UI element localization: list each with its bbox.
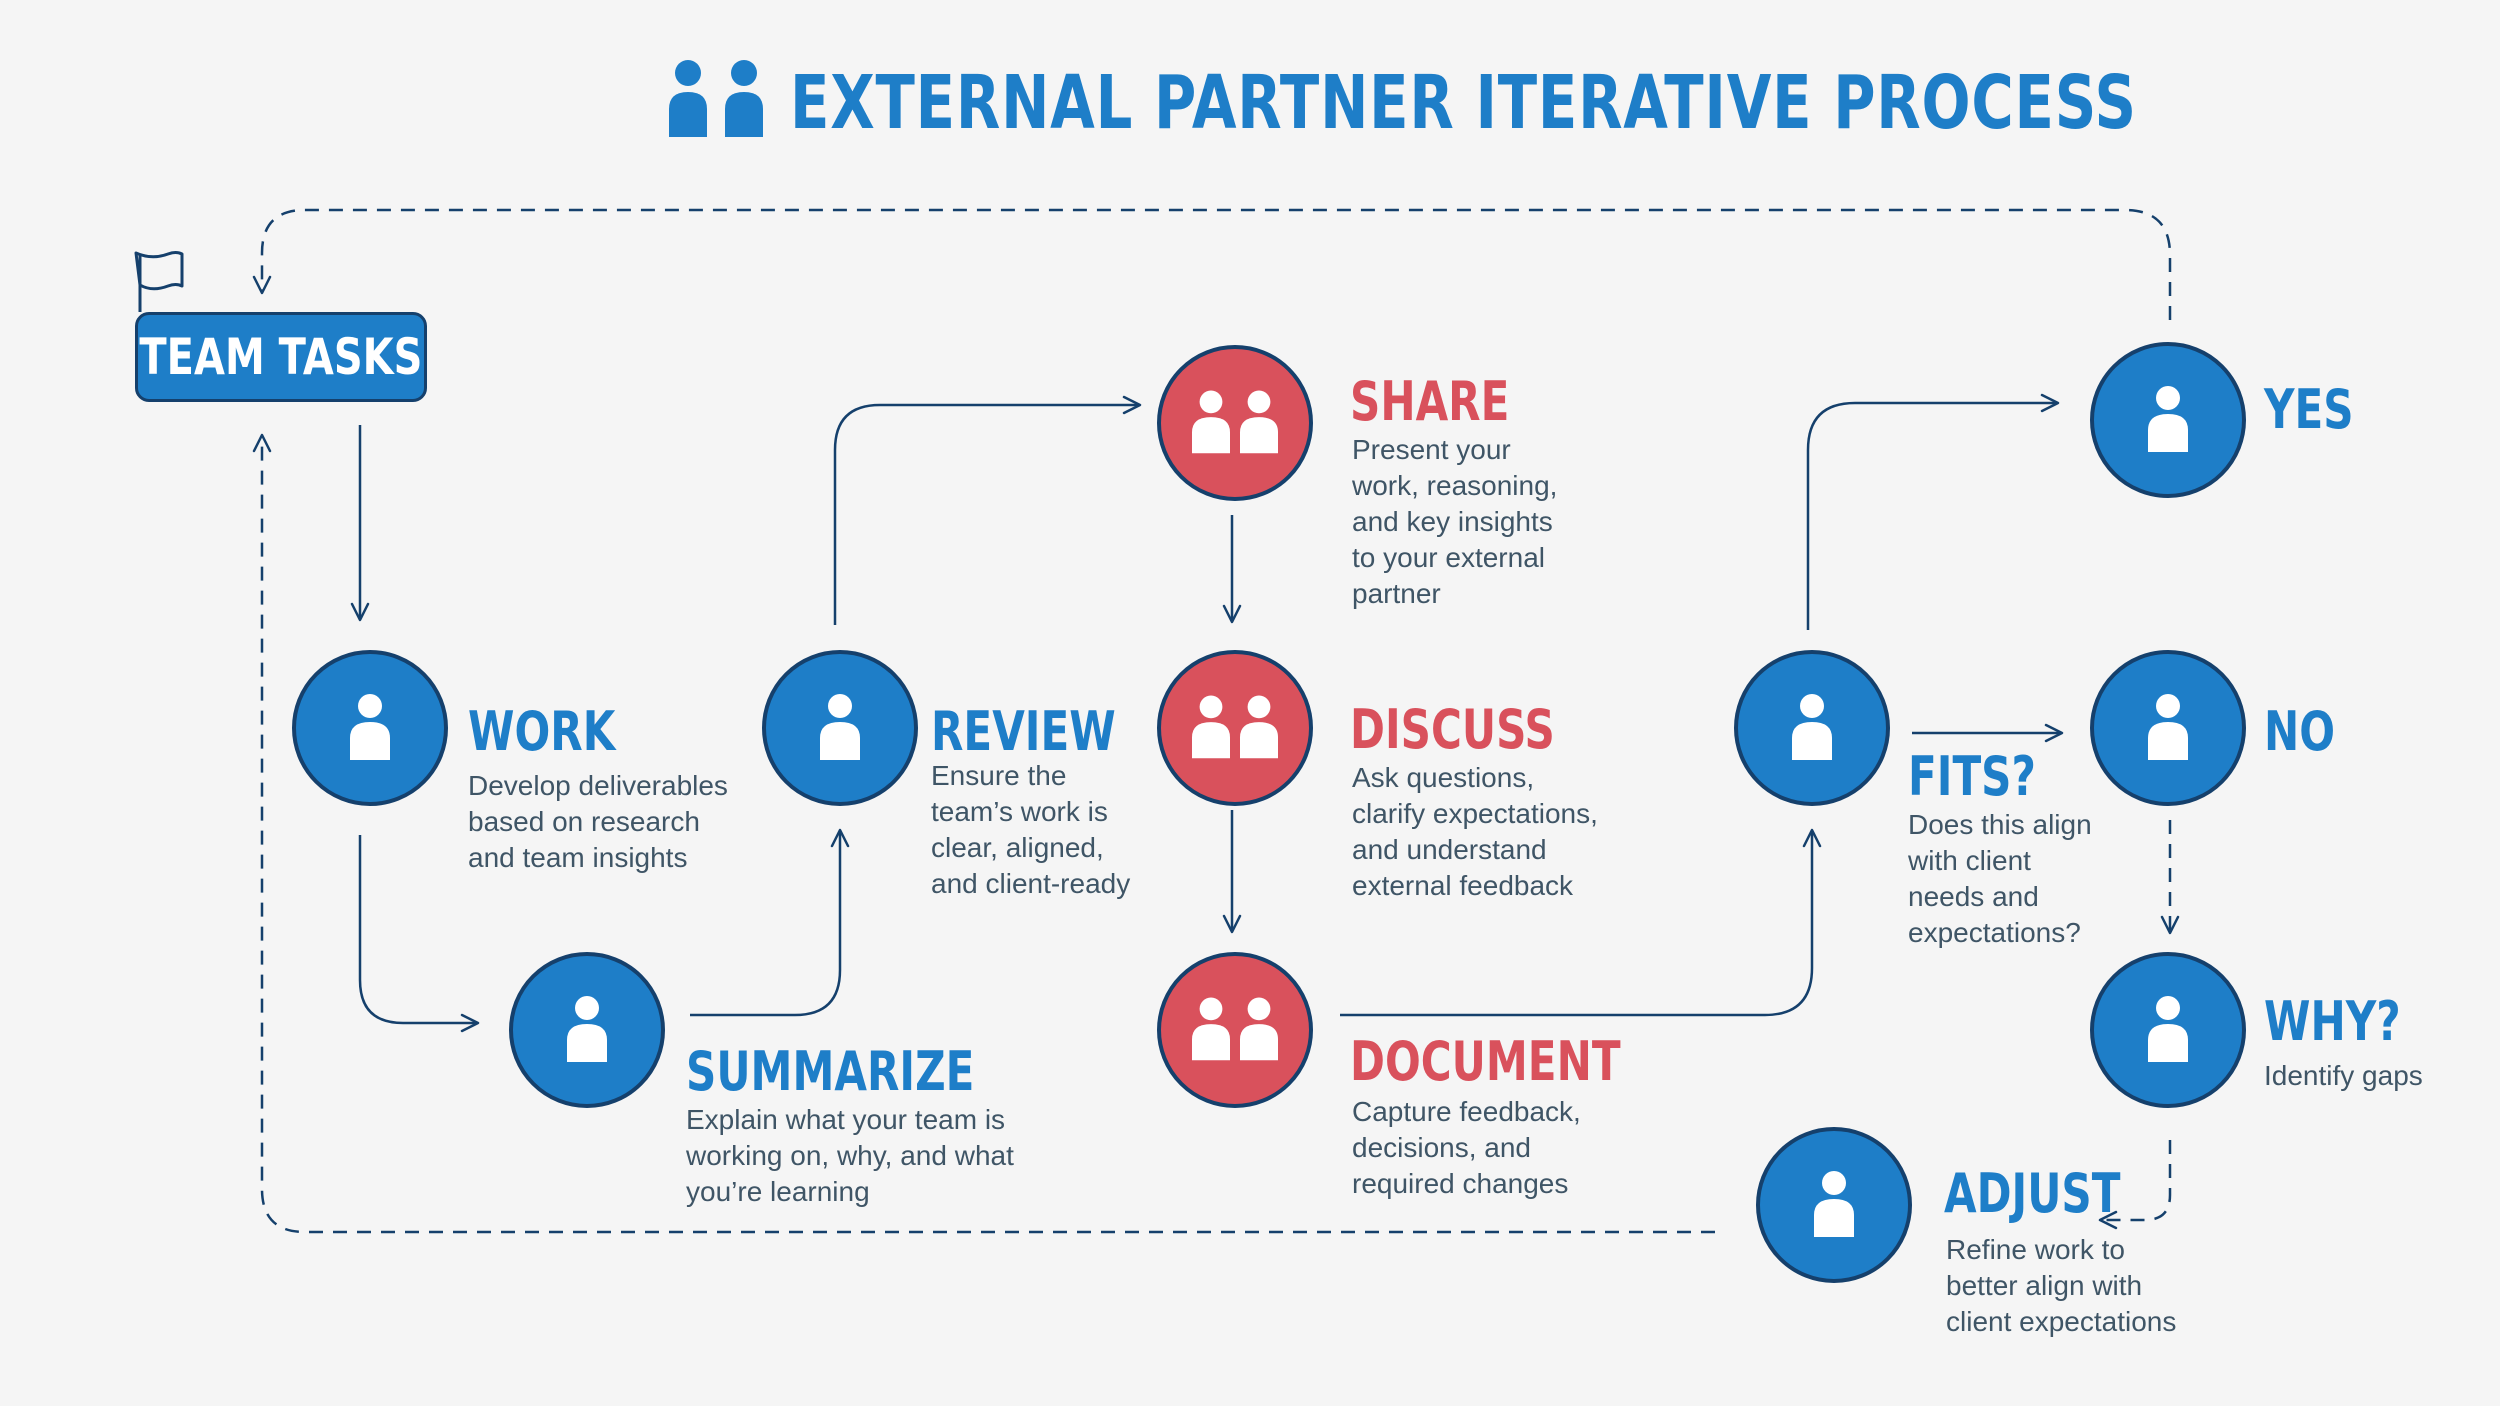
why-label: WHY?	[2264, 990, 2401, 1053]
fits-desc: Does this align with client needs and ex…	[1908, 809, 2092, 948]
adjust-label: ADJUST	[1944, 1162, 2121, 1225]
team-tasks-label: TEAM TASKS	[139, 328, 423, 386]
why-node	[2090, 952, 2246, 1108]
person-icon	[820, 694, 860, 760]
yes-label: YES	[2264, 378, 2354, 441]
person-icon	[1792, 694, 1832, 760]
people-icon	[1192, 695, 1278, 759]
connector-lines	[252, 208, 2180, 1234]
document-desc: Capture feedback, decisions, and require…	[1352, 1096, 1581, 1199]
people-icon	[1192, 390, 1278, 454]
adjust-desc: Refine work to better align with client …	[1946, 1234, 2177, 1337]
arrow-adjust-to-team	[252, 433, 1715, 1234]
work-desc: Develop deliverables based on research a…	[468, 770, 728, 873]
share-label: SHARE	[1350, 370, 1510, 433]
team-tasks-box: TEAM TASKS	[135, 312, 427, 402]
person-icon	[2148, 694, 2188, 760]
discuss-desc: Ask questions, clarify expectations, and…	[1352, 762, 1598, 901]
person-icon	[567, 996, 607, 1062]
arrow-work-to-summarize	[358, 835, 480, 1033]
arrow-fits-to-yes	[1806, 393, 2060, 630]
summarize-node	[509, 952, 665, 1108]
review-desc: Ensure the team’s work is clear, aligned…	[931, 760, 1131, 899]
adjust-node	[1756, 1127, 1912, 1283]
fits-node	[1734, 650, 1890, 806]
title-people-icon	[669, 60, 763, 137]
summarize-label: SUMMARIZE	[686, 1040, 975, 1103]
discuss-node	[1157, 650, 1313, 806]
arrow-why-to-adjust	[2098, 1140, 2172, 1230]
flag-icon	[134, 251, 184, 312]
person-icon	[2148, 386, 2188, 452]
arrow-document-to-fits	[1340, 828, 1822, 1017]
document-label: DOCUMENT	[1350, 1030, 1621, 1093]
share-desc: Present your work, reasoning, and key in…	[1352, 434, 1558, 609]
people-icon	[1192, 997, 1278, 1061]
fits-label: FITS?	[1908, 745, 2036, 808]
summarize-desc: Explain what your team is working on, wh…	[686, 1104, 1014, 1207]
work-label: WORK	[468, 700, 616, 763]
arrow-review-to-share	[833, 395, 1142, 625]
review-node	[762, 650, 918, 806]
page-title: EXTERNAL PARTNER ITERATIVE PROCESS	[790, 60, 2137, 146]
arrow-yes-to-team	[252, 208, 2172, 320]
person-icon	[2148, 996, 2188, 1062]
work-node	[292, 650, 448, 806]
person-icon	[350, 694, 390, 760]
arrow-summarize-to-review	[690, 828, 850, 1017]
person-icon	[1814, 1171, 1854, 1237]
discuss-label: DISCUSS	[1350, 698, 1555, 761]
no-label: NO	[2264, 700, 2336, 763]
share-node	[1157, 345, 1313, 501]
yes-node	[2090, 342, 2246, 498]
document-node	[1157, 952, 1313, 1108]
why-desc: Identify gaps	[2264, 1060, 2423, 1091]
no-node	[2090, 650, 2246, 806]
review-label: REVIEW	[931, 700, 1116, 763]
